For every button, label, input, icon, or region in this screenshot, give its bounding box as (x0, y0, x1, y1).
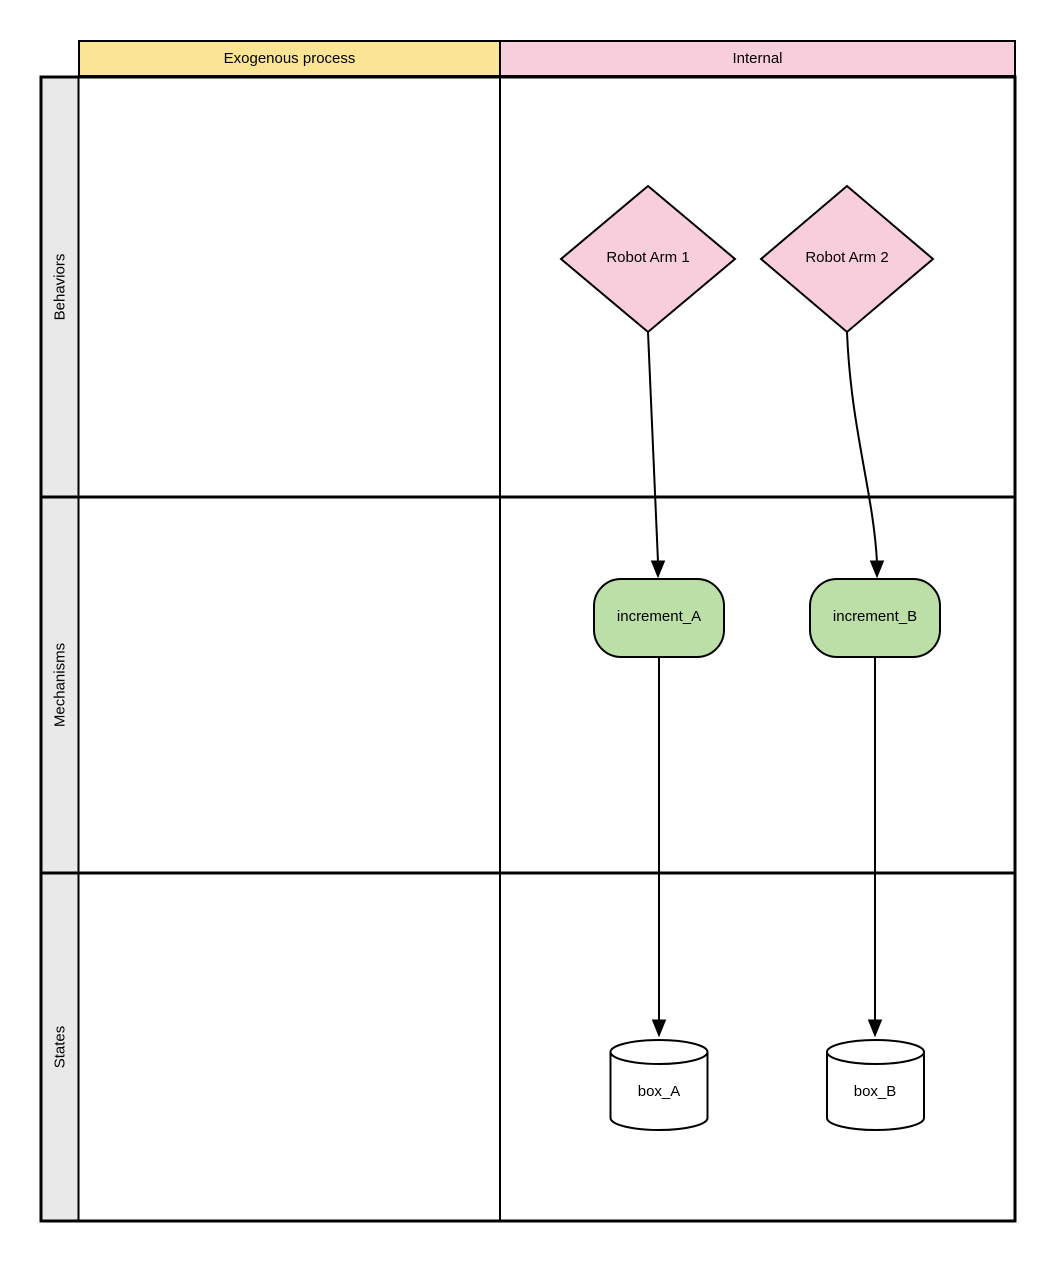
edge-line[interactable] (647, 331, 659, 563)
lane-label-states: States (51, 1025, 69, 1069)
edge-increment-b-to-box-b[interactable] (867, 657, 883, 1038)
cylinder-body (826, 1051, 925, 1131)
node-robot-arm-1-diamond[interactable] (559, 184, 737, 334)
matrix-outer-border (39, 75, 1017, 1223)
node-box-b-cylinder[interactable] (826, 1039, 925, 1131)
lane-label-mechanisms: Mechanisms (51, 642, 69, 728)
column-header-exogenous-cell[interactable] (78, 40, 501, 77)
node-robot-arm-2-diamond[interactable] (759, 184, 935, 334)
edge-increment-a-to-box-a[interactable] (651, 657, 667, 1038)
cylinder-top (609, 1039, 709, 1065)
node-increment-b-rounded-rect[interactable] (809, 578, 941, 658)
cylinder-body (609, 1051, 709, 1131)
arrowhead-icon (867, 1019, 883, 1038)
lane-label-behaviors: Behaviors (51, 253, 69, 321)
arrowhead-icon (650, 560, 666, 579)
edge-line[interactable] (846, 331, 878, 563)
column-header-internal-cell[interactable] (499, 40, 1016, 77)
arrowhead-icon (869, 560, 885, 579)
edge-robot-arm-2-to-increment-b[interactable] (846, 331, 885, 579)
column-header-exogenous-label: Exogenous process (223, 50, 356, 67)
node-box-a-cylinder[interactable] (609, 1039, 709, 1131)
lane-label-column-background (41, 77, 78, 1221)
arrowhead-icon (651, 1019, 667, 1038)
edge-robot-arm-1-to-increment-a[interactable] (647, 331, 666, 579)
node-increment-a-rounded-rect[interactable] (593, 578, 725, 658)
column-header-internal-label: Internal (732, 50, 783, 67)
cylinder-top (826, 1039, 925, 1065)
